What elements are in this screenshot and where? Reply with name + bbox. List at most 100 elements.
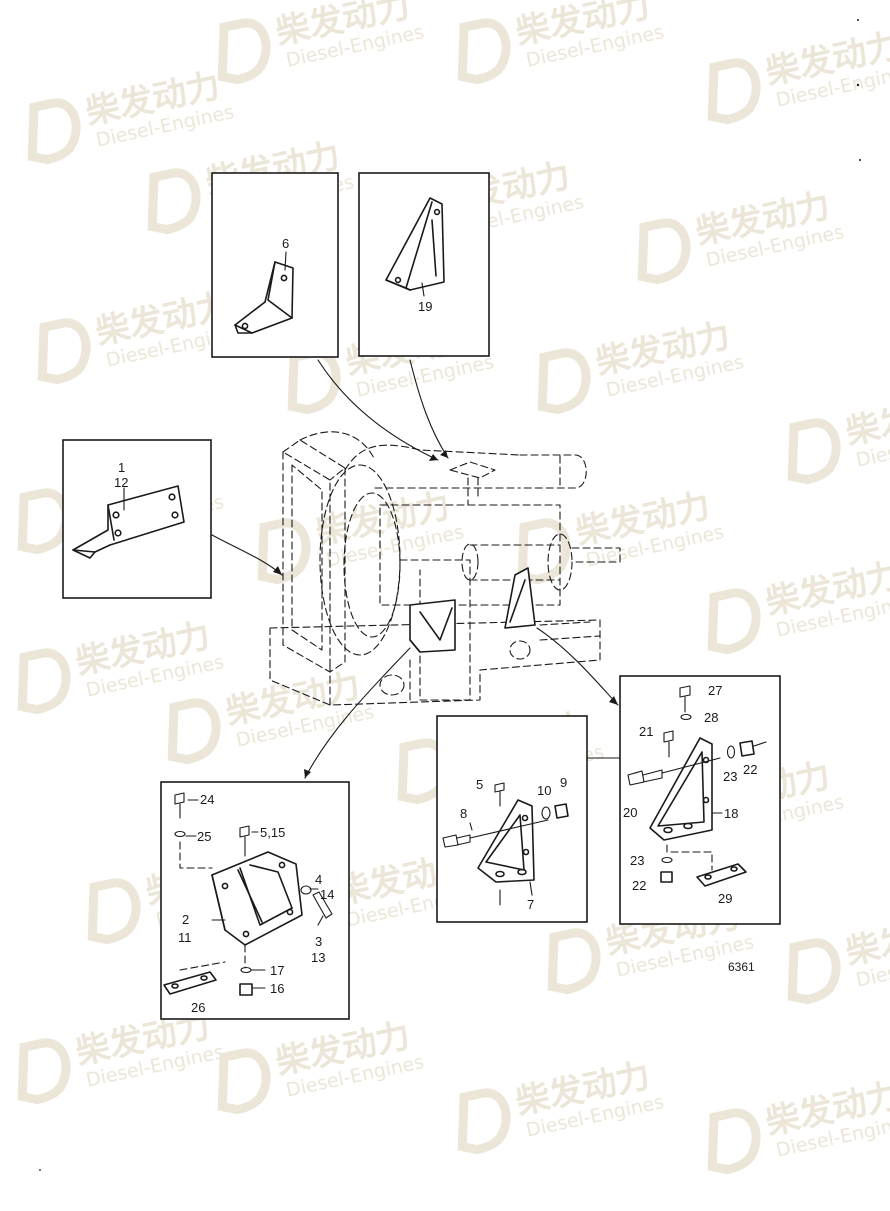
bracket-part-6 [234,261,294,334]
nut-part-9 [554,803,569,819]
watermark-logo-icon [707,1108,761,1175]
watermark-logo-icon [147,168,201,235]
callout-19: 19 [418,299,432,314]
washer-part-23-top [726,745,736,759]
engine-front-bracket [409,599,456,653]
bracket-part-2 [211,851,303,946]
callout-27: 27 [708,683,722,698]
callout-29: 29 [718,891,732,906]
detail-box-part-6: 6 [211,172,339,358]
washer-part-23-bottom [661,856,673,864]
callout-5-15: 5,15 [260,825,285,840]
pad-part-26 [163,971,217,995]
callout-23-top: 23 [723,769,737,784]
watermark-logo-icon [457,18,511,85]
callout-6: 6 [282,236,289,251]
watermark-logo-icon [27,98,81,165]
callout-10: 10 [537,783,551,798]
bolt-part-8 [442,819,549,848]
bolt-part-27 [679,685,691,713]
callout-4: 4 [315,872,322,887]
callout-12: 12 [114,475,128,490]
scan-specks [39,19,861,1171]
detail-box-part-2: 24 25 5,15 4 14 2 11 3 13 17 16 26 [160,781,350,1020]
watermark-logo-icon [787,418,841,485]
watermark-logo-icon [517,518,571,585]
engine-rear-bracket [504,567,536,629]
callout-9: 9 [560,775,567,790]
watermark-logo-icon [17,488,71,555]
detail-box-part-7: 5 8 10 9 7 [436,715,588,923]
callout-17: 17 [270,963,284,978]
nut-part-22-top [739,740,755,757]
callout-22-top: 22 [743,762,757,777]
nut-part-16 [239,983,253,996]
callout-20: 20 [623,805,637,820]
bracket-part-7 [477,799,535,883]
bracket-part-18 [649,737,713,841]
callout-16: 16 [270,981,284,996]
watermark-logo-icon [547,928,601,995]
bolt-part-5-15 [239,825,250,857]
callout-25: 25 [197,829,211,844]
callout-18: 18 [724,806,738,821]
callout-1: 1 [118,460,125,475]
nut-part-22-bottom [660,871,673,883]
watermark-logo-icon [537,348,591,415]
callout-24: 24 [200,792,214,807]
callout-8: 8 [460,806,467,821]
callout-5: 5 [476,777,483,792]
watermark-logo-icon [167,698,221,765]
callout-28: 28 [704,710,718,725]
callout-13: 13 [311,950,325,965]
watermark-logo-icon [707,58,761,125]
callout-22-bottom: 22 [632,878,646,893]
detail-box-part-19: 19 [358,172,490,357]
callout-3: 3 [315,934,322,949]
watermark-logo-icon [217,18,271,85]
bolt-part-5 [494,782,505,807]
engine-outline [269,431,621,706]
watermark-logo-icon [637,218,691,285]
bolt-part-24 [174,792,185,819]
callout-11: 11 [178,930,192,945]
watermark-logo-icon [457,1088,511,1155]
watermark-logo-icon [37,318,91,385]
bolt-part-21 [663,730,674,758]
watermark-brand-cn: 柴发动力 [842,386,890,453]
washer-part-28 [680,713,692,721]
watermark-logo-icon [707,588,761,655]
drawing-number: 6361 [728,960,755,974]
callout-26: 26 [191,1000,205,1015]
watermark-brand-cn: 柴发动力 [842,906,890,973]
pad-part-29 [696,863,747,887]
washer-part-17 [240,966,252,974]
watermark-logo-icon [17,648,71,715]
detail-box-part-1-12: 1 12 [62,439,212,599]
callout-21: 21 [639,724,653,739]
bolt-part-3-13 [312,891,333,919]
washer-part-10 [541,806,551,820]
detail-box-part-18: 27 28 21 23 22 20 18 23 22 29 [619,675,781,925]
watermark-logo-icon [257,518,311,585]
bracket-part-1 [72,485,185,559]
bracket-part-19 [385,197,445,291]
washer-part-25 [174,830,186,838]
watermark-logo-icon [17,1038,71,1105]
callout-23-bottom: 23 [630,853,644,868]
